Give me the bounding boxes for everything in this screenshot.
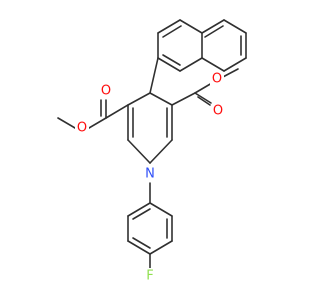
atom-o1-bg: [99, 84, 113, 98]
naphthalene-ring-b: [157, 19, 203, 72]
bond: [194, 92, 212, 104]
bond: [204, 25, 224, 38]
bond: [127, 139, 151, 164]
bond: [201, 57, 225, 72]
bond: [57, 117, 76, 129]
atom-o1: O: [99, 84, 113, 99]
atom-o4-label: O: [212, 72, 222, 87]
atom-f1-label: F: [146, 269, 153, 284]
bond: [127, 92, 151, 106]
bond: [223, 57, 247, 72]
bond: [149, 202, 173, 217]
bond: [179, 19, 203, 34]
atom-n1: N: [143, 166, 157, 182]
bond: [105, 104, 129, 119]
bond: [149, 92, 173, 106]
atom-o3-label: O: [213, 104, 223, 119]
bond: [88, 117, 107, 129]
bond: [149, 57, 159, 94]
atom-n1-label: N: [145, 167, 155, 182]
atom-o2-label: O: [77, 121, 87, 136]
atom-o2-bg: [75, 121, 89, 135]
bond: [162, 25, 182, 38]
bond: [223, 19, 247, 34]
atom-o4-bg: [210, 72, 224, 86]
bond: [162, 54, 181, 66]
molecule-structure: O O O O N F: [57, 19, 247, 284]
atom-o3: O: [211, 104, 225, 119]
atom-o2: O: [75, 121, 89, 136]
bond: [149, 240, 173, 255]
bond: [157, 19, 181, 34]
atom-o3-bg: [211, 104, 225, 118]
bond: [132, 208, 151, 220]
bond: [171, 92, 196, 106]
left-ester-group: [57, 99, 129, 129]
atom-n1-bg: [143, 166, 157, 182]
bond: [127, 240, 151, 255]
bond: [194, 82, 213, 94]
naphthalene-ring-a: [179, 19, 247, 72]
atom-o4: O: [210, 72, 224, 87]
bond: [149, 139, 173, 164]
bond: [157, 57, 181, 72]
structure-canvas: O O O O N F: [57, 19, 247, 284]
fluorophenyl-ring: [127, 202, 173, 269]
atom-labels: O O O O N F: [75, 72, 225, 284]
bond: [127, 202, 151, 217]
atom-f1-bg: [143, 268, 157, 284]
bond: [179, 57, 203, 72]
atom-o1-label: O: [101, 84, 111, 99]
bond: [197, 96, 211, 106]
dihydropyridine-ring: [127, 92, 173, 164]
atom-f1: F: [143, 268, 157, 284]
bond: [132, 237, 151, 249]
right-ester-group: [171, 68, 239, 106]
bond: [201, 19, 225, 34]
